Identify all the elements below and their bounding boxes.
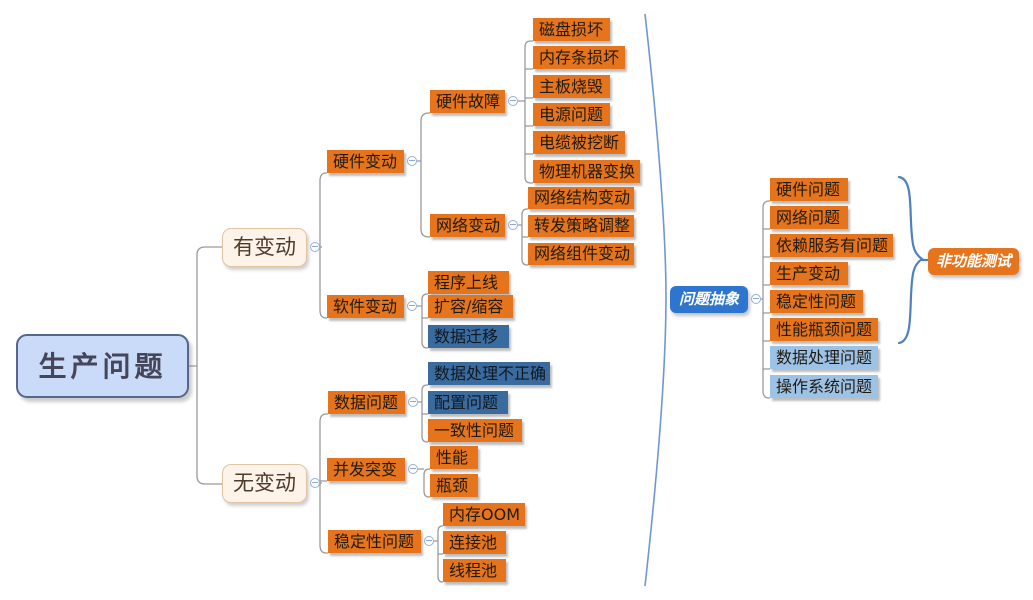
leaf-hardware-problem[interactable]: 硬件问题 [770,178,848,201]
leaf-bottleneck[interactable]: 瓶颈 [430,474,478,497]
root-topic[interactable]: 生产问题 [16,334,189,398]
leaf-cable-cut[interactable]: 电缆被挖断 [533,131,625,154]
collapse-toggle-icon[interactable] [310,242,320,252]
collapse-toggle-icon[interactable] [424,536,434,546]
leaf-config-issue[interactable]: 配置问题 [428,391,508,414]
node-concurrency-spike[interactable]: 并发突变 [327,458,405,481]
branch-unchanged[interactable]: 无变动 [222,464,307,503]
leaf-data-processing-problem[interactable]: 数据处理问题 [770,346,878,369]
leaf-memory-stick-damage[interactable]: 内存条损坏 [533,46,625,69]
leaf-stability-problem[interactable]: 稳定性问题 [770,290,863,313]
node-hardware-fault[interactable]: 硬件故障 [430,90,505,113]
leaf-performance[interactable]: 性能 [430,446,478,469]
node-problem-abstraction[interactable]: 问题抽象 [670,286,748,313]
leaf-network-component-change[interactable]: 网络组件变动 [528,243,634,265]
leaf-consistency-issue[interactable]: 一致性问题 [428,419,522,442]
summary-non-functional-testing[interactable]: 非功能测试 [928,248,1019,275]
summary-brace [897,175,930,345]
leaf-motherboard-burnout[interactable]: 主板烧毁 [533,75,610,98]
collapse-toggle-icon[interactable] [508,96,518,106]
node-stability-issue[interactable]: 稳定性问题 [328,530,421,553]
node-data-issue[interactable]: 数据问题 [328,391,405,414]
node-software-change[interactable]: 软件变动 [327,295,404,318]
collapse-toggle-icon[interactable] [407,156,417,166]
leaf-network-problem[interactable]: 网络问题 [770,206,848,229]
node-network-change[interactable]: 网络变动 [430,214,505,237]
leaf-network-structure-change[interactable]: 网络结构变动 [528,187,634,209]
leaf-scale-out-in[interactable]: 扩容/缩容 [428,295,513,318]
collapse-toggle-icon[interactable] [408,397,418,407]
leaf-connection-pool[interactable]: 连接池 [443,531,506,554]
leaf-disk-damage[interactable]: 磁盘损坏 [533,18,610,41]
collapse-toggle-icon[interactable] [508,220,518,230]
leaf-dependency-service-problem[interactable]: 依赖服务有问题 [770,234,893,257]
leaf-forwarding-policy-adjust[interactable]: 转发策略调整 [528,215,634,237]
leaf-data-migration[interactable]: 数据迁移 [428,325,509,348]
leaf-physical-machine-swap[interactable]: 物理机器变换 [533,160,640,183]
leaf-performance-bottleneck-problem[interactable]: 性能瓶颈问题 [770,318,878,341]
leaf-program-launch[interactable]: 程序上线 [428,271,509,294]
divider-curve [644,13,667,587]
branch-changed[interactable]: 有变动 [222,228,307,267]
node-hardware-change[interactable]: 硬件变动 [327,150,404,173]
collapse-toggle-icon[interactable] [407,301,417,311]
leaf-memory-oom[interactable]: 内存OOM [443,503,525,526]
leaf-thread-pool[interactable]: 线程池 [443,559,506,582]
leaf-power-issue[interactable]: 电源问题 [533,103,610,126]
leaf-os-problem[interactable]: 操作系统问题 [770,375,878,398]
leaf-data-processing-incorrect[interactable]: 数据处理不正确 [428,362,550,385]
leaf-production-change[interactable]: 生产变动 [770,262,848,285]
collapse-toggle-icon[interactable] [408,464,418,474]
collapse-toggle-icon[interactable] [310,478,320,488]
collapse-toggle-icon[interactable] [751,294,761,304]
